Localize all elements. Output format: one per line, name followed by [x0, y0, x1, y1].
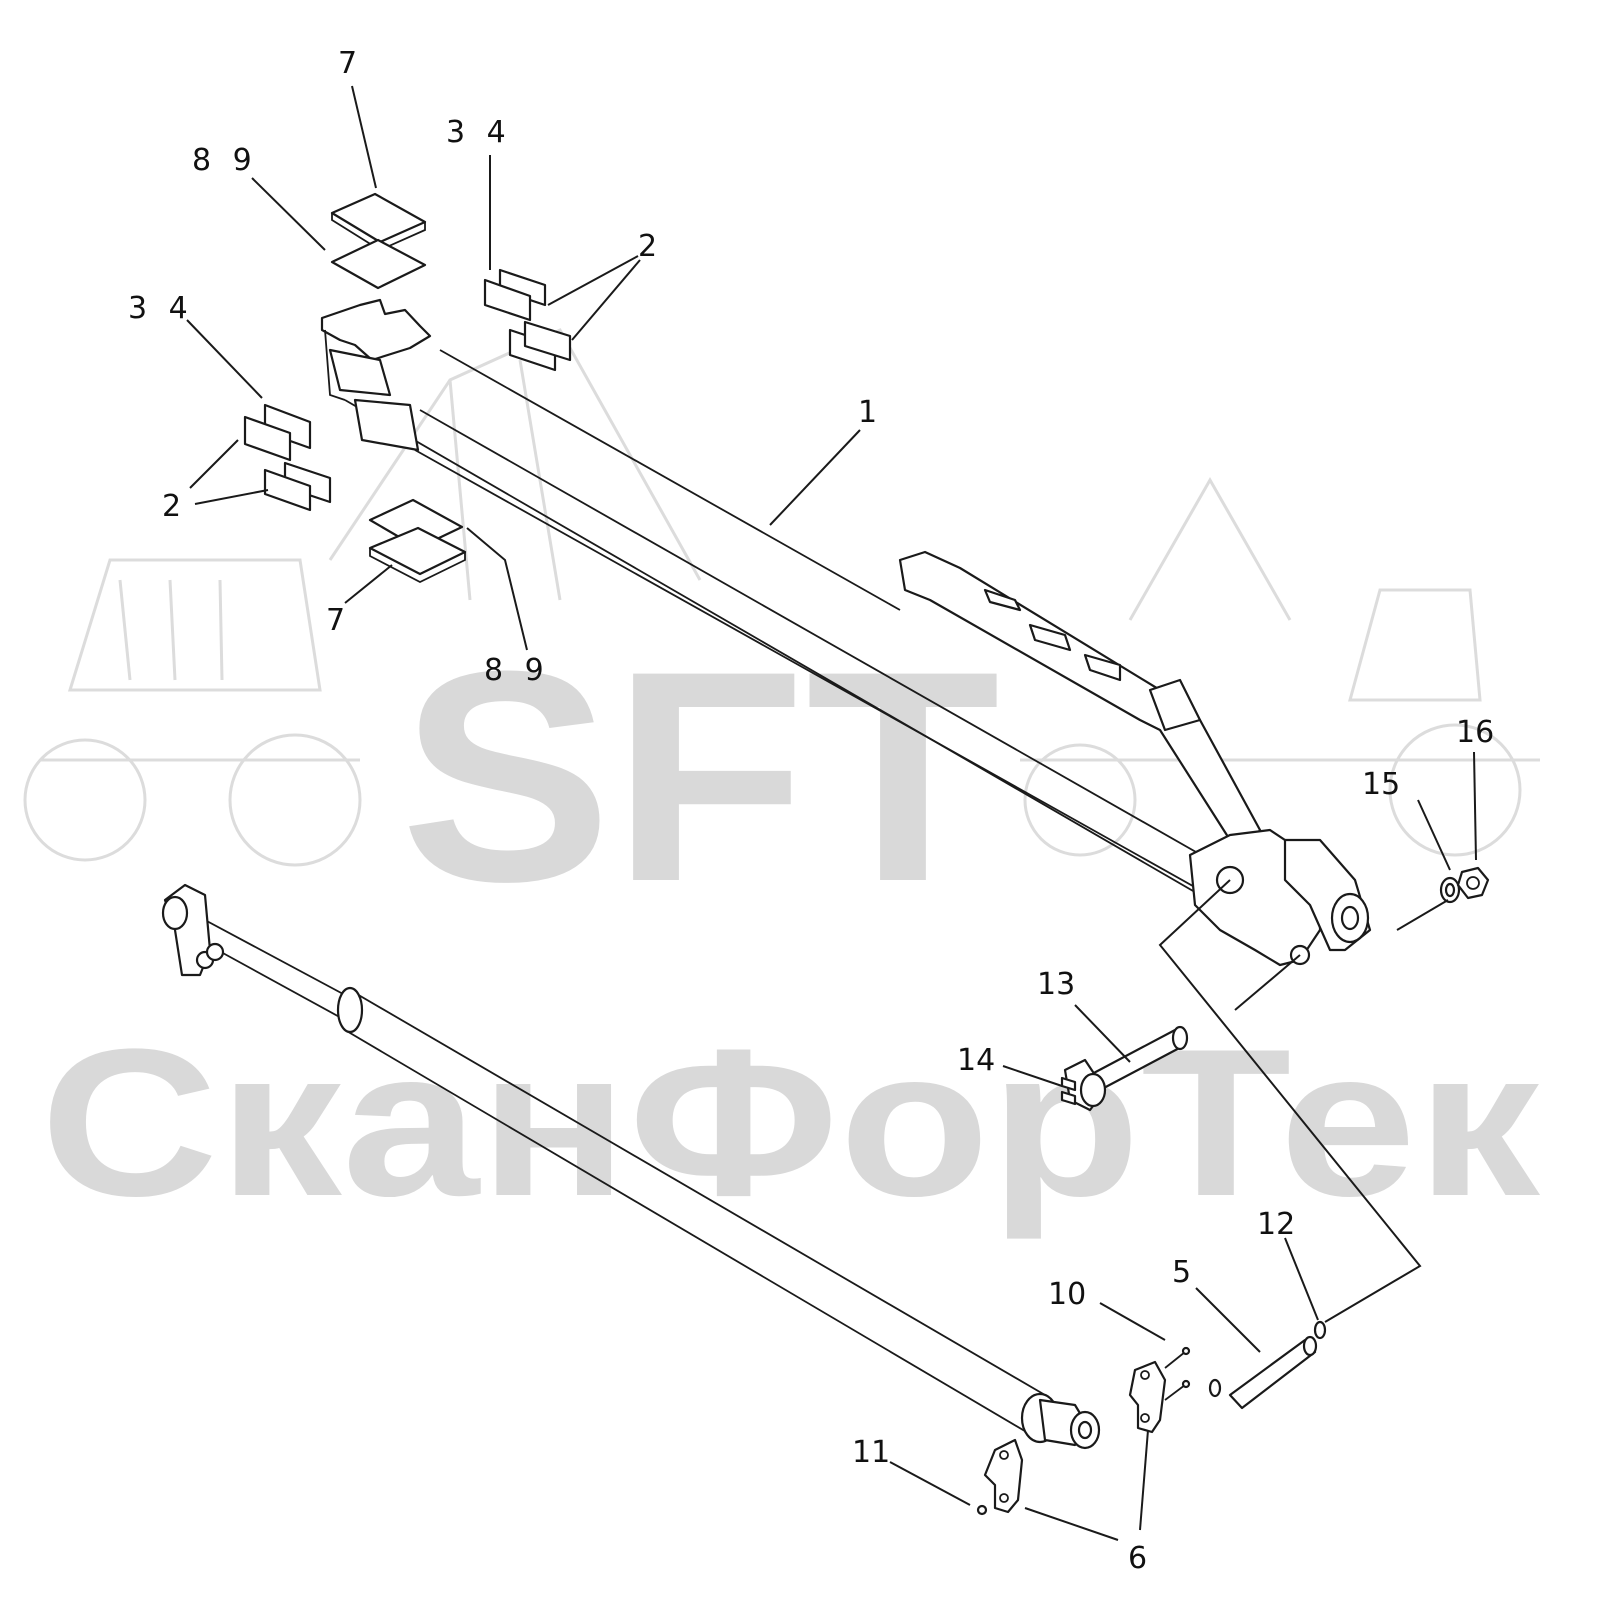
watermark-logo: SFT — [400, 608, 1000, 944]
callout-16: 16 — [1456, 715, 1494, 750]
bolts-10 — [1164, 1346, 1191, 1401]
bolt-14 — [1060, 1076, 1077, 1106]
callout-7-mid: 7 — [326, 603, 345, 638]
ring-12 — [1313, 1320, 1327, 1340]
leader-lines — [186, 85, 1477, 1541]
callout-34-left: 3 4 — [128, 291, 194, 326]
callout-6: 6 — [1128, 1541, 1147, 1576]
callout-89-mid: 8 9 — [484, 653, 550, 688]
callout-2-left: 2 — [162, 489, 181, 524]
pad-plates-top — [330, 192, 427, 290]
callout-15: 15 — [1362, 767, 1400, 802]
slide-blocks-left — [243, 403, 332, 512]
clamp-6-right — [1128, 1360, 1167, 1434]
watermark-brand: СканФорТек — [40, 1005, 1541, 1240]
callout-labels: 7 8 9 3 4 2 3 4 2 1 7 8 9 16 15 13 14 12… — [128, 46, 1494, 1576]
callout-11: 11 — [852, 1435, 890, 1470]
callout-12: 12 — [1257, 1207, 1295, 1242]
callout-1: 1 — [858, 395, 877, 430]
clamp-6-left — [983, 1438, 1024, 1514]
pad-plates-middle — [368, 498, 467, 584]
watermark-tractor-left — [23, 558, 362, 867]
nut-16 — [1456, 866, 1490, 900]
hydraulic-cylinder — [161, 883, 1101, 1450]
callout-34-top: 3 4 — [446, 115, 512, 150]
watermark-tractor-right — [1020, 476, 1540, 857]
pin-5 — [1228, 1335, 1318, 1410]
callout-7-top: 7 — [338, 46, 357, 81]
nut-11 — [976, 1504, 988, 1516]
watermark: SFT СканФорТек — [23, 328, 1541, 1240]
slide-blocks-top — [483, 268, 572, 372]
ring-5-left — [1208, 1378, 1222, 1398]
callout-5: 5 — [1172, 1255, 1191, 1290]
washer-15 — [1439, 876, 1461, 904]
callout-13: 13 — [1037, 967, 1075, 1002]
callout-89-top: 8 9 — [192, 143, 258, 178]
callout-14: 14 — [957, 1043, 995, 1078]
callout-2-top: 2 — [638, 229, 657, 264]
callout-10: 10 — [1048, 1277, 1086, 1312]
